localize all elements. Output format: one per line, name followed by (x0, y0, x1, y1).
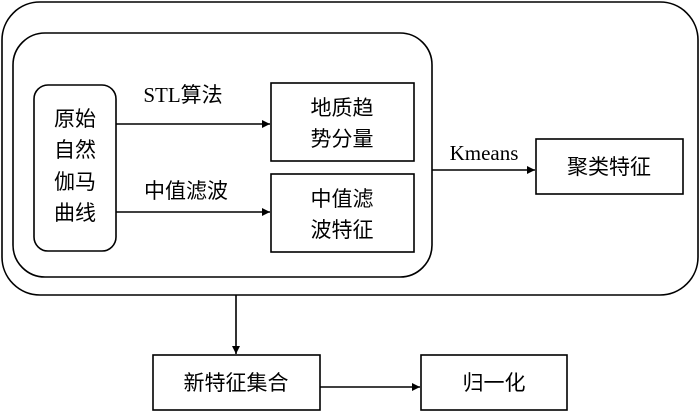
node-raw-gamma-line: 原始 (54, 107, 96, 131)
node-median-feature-line: 波特征 (311, 218, 374, 242)
edge-kmeans-label: Kmeans (450, 141, 519, 165)
node-raw-gamma-line: 曲线 (54, 201, 96, 225)
node-new-feature-set-line: 新特征集合 (184, 371, 289, 395)
node-geo-trend: 地质趋 势分量 (270, 82, 415, 162)
node-cluster-feature: 聚类特征 (535, 138, 684, 195)
node-raw-gamma-line: 伽马 (54, 170, 96, 194)
node-normalize: 归一化 (420, 354, 568, 411)
node-geo-trend-line: 地质趋 (311, 96, 374, 120)
node-geo-trend-box (270, 82, 415, 162)
node-raw-gamma-line: 自然 (54, 138, 96, 162)
outer-group-frame (1, 1, 699, 296)
node-new-feature-set-box (152, 354, 321, 411)
node-median-feature-line: 中值滤 (311, 187, 374, 211)
inner-group-frame (12, 32, 433, 278)
node-raw-gamma: 原始 自然 伽马 曲线 (33, 84, 117, 252)
node-cluster-feature-box (535, 138, 684, 195)
node-normalize-box (420, 354, 568, 411)
node-median-feature: 中值滤 波特征 (270, 173, 415, 253)
node-geo-trend-line: 势分量 (311, 127, 374, 151)
node-cluster-feature-line: 聚类特征 (567, 155, 651, 179)
node-new-feature-set: 新特征集合 (152, 354, 321, 411)
node-normalize-line: 归一化 (463, 371, 526, 395)
node-median-feature-box (270, 173, 415, 253)
node-raw-gamma-box (33, 84, 117, 252)
edge-stl-label: STL算法 (143, 83, 222, 107)
edge-median-filter-label: 中值滤波 (144, 179, 228, 203)
